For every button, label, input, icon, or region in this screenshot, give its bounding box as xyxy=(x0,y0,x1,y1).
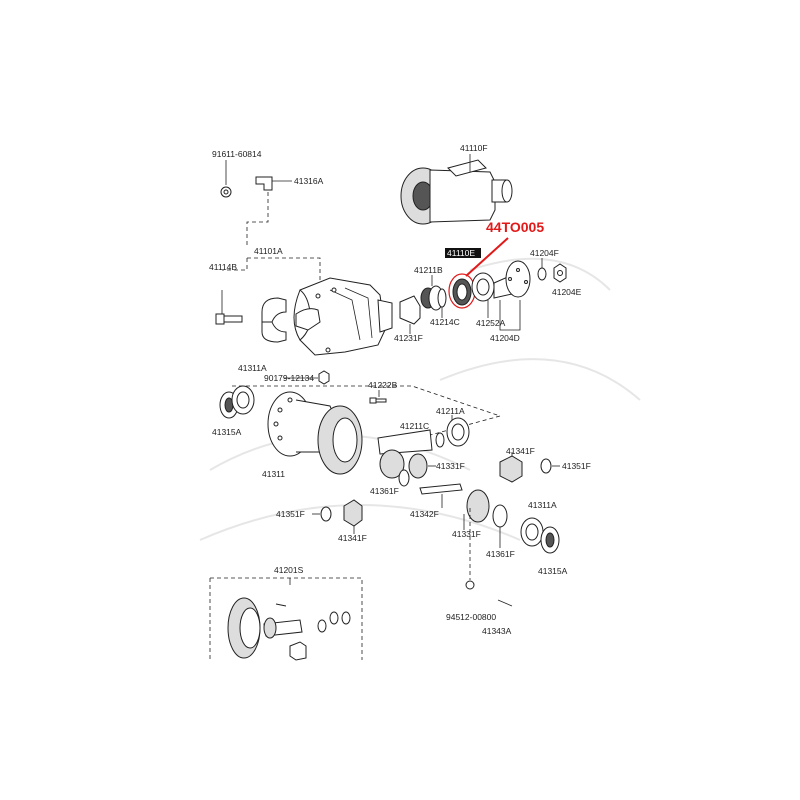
label-41341F-left: 41341F xyxy=(338,533,367,543)
label-94512: 94512-00800 xyxy=(446,612,496,622)
highlight-arrow xyxy=(465,237,509,277)
kit-41201S-box xyxy=(209,577,363,660)
bolt-94512 xyxy=(465,508,475,590)
label-41114B: 41114B xyxy=(209,262,237,272)
bolt-41222B xyxy=(369,390,387,404)
bearing-41252A xyxy=(471,272,495,318)
bearing-cap-pair xyxy=(261,297,321,343)
label-41343A: 41343A xyxy=(482,626,512,636)
label-41222B: 41222B xyxy=(368,380,398,390)
washer-41361F-left xyxy=(398,469,410,487)
label-41331F-mid: 41331F xyxy=(436,461,465,471)
label-41331F-low: 41331F xyxy=(452,529,481,539)
label-41361F-right: 41361F xyxy=(486,549,515,559)
washer-41204F xyxy=(537,258,547,281)
washer-41361F-right xyxy=(492,504,508,548)
label-41204D: 41204D xyxy=(490,333,520,343)
label-41315A-left: 41315A xyxy=(212,427,242,437)
label-41231F: 41231F xyxy=(394,333,423,343)
highlight-part-number: 44TO005 xyxy=(486,219,544,235)
pin-41343A xyxy=(497,599,513,607)
label-41204F: 41204F xyxy=(530,248,559,258)
spacer-41231F xyxy=(399,295,421,334)
pin-41342F xyxy=(419,483,463,508)
label-41311A-top: 41311A xyxy=(238,363,267,373)
label-41351F-left: 41351F xyxy=(276,509,305,519)
label-41110F: 41110F xyxy=(460,143,488,153)
label-41110E-highlight-box xyxy=(445,248,481,258)
bolt-41114B xyxy=(215,290,243,325)
label-41311A-right: 41311A xyxy=(528,500,557,510)
bearing-41315A-right xyxy=(540,526,560,554)
label-41252A: 41252A xyxy=(476,318,506,328)
label-41351F-right: 41351F xyxy=(562,461,591,471)
ring-and-pinion-kit xyxy=(227,597,351,661)
label-41214C: 41214C xyxy=(430,317,460,327)
companion-flange-41204D xyxy=(493,260,531,331)
label-41204E: 41204E xyxy=(552,287,582,297)
label-41342F: 41342F xyxy=(410,509,439,519)
housing-group-line xyxy=(222,257,321,282)
pinion-gear-41341F-left xyxy=(343,499,363,534)
pinion-gear-41341F-right xyxy=(499,452,523,483)
label-41211B: 41211B xyxy=(414,265,443,275)
bearing-41211A xyxy=(446,415,470,447)
washer-41351F-right xyxy=(540,458,560,474)
pinion-shaft-assembly xyxy=(377,429,445,479)
nut-41204E xyxy=(553,263,567,283)
label-41211C: 41211C xyxy=(400,421,429,431)
label-41361F-left: 41361F xyxy=(370,486,399,496)
label-41201S: 41201S xyxy=(274,565,304,575)
oil-seal-41110E xyxy=(448,273,476,309)
bearing-41311A-right xyxy=(520,517,544,547)
carrier-assembly-41110F xyxy=(400,154,513,225)
side-gear-41331F xyxy=(408,453,436,479)
bracket-41316A xyxy=(255,176,292,191)
bolt-90179 xyxy=(284,370,330,385)
label-41101A: 41101A xyxy=(254,246,283,256)
bolt-91611 xyxy=(220,160,232,198)
label-90179: 90179-12134 xyxy=(264,373,314,383)
label-41311: 41311 xyxy=(262,469,285,479)
label-41341F-right: 41341F xyxy=(506,446,535,456)
shim-41214C xyxy=(437,288,447,318)
label-41211A: 41211A xyxy=(436,406,465,416)
washer-41351F-left xyxy=(312,506,332,522)
label-41316A: 41316A xyxy=(294,176,324,186)
label-41315A-right: 41315A xyxy=(538,566,568,576)
label-91611: 91611-60814 xyxy=(212,149,262,159)
bearing-41311A-top xyxy=(231,385,255,415)
label-41110E: 41110E xyxy=(447,248,475,258)
side-gear-41331F-low xyxy=(463,489,490,530)
assembly-bracket-line xyxy=(246,192,269,248)
ring-gear xyxy=(317,405,363,475)
